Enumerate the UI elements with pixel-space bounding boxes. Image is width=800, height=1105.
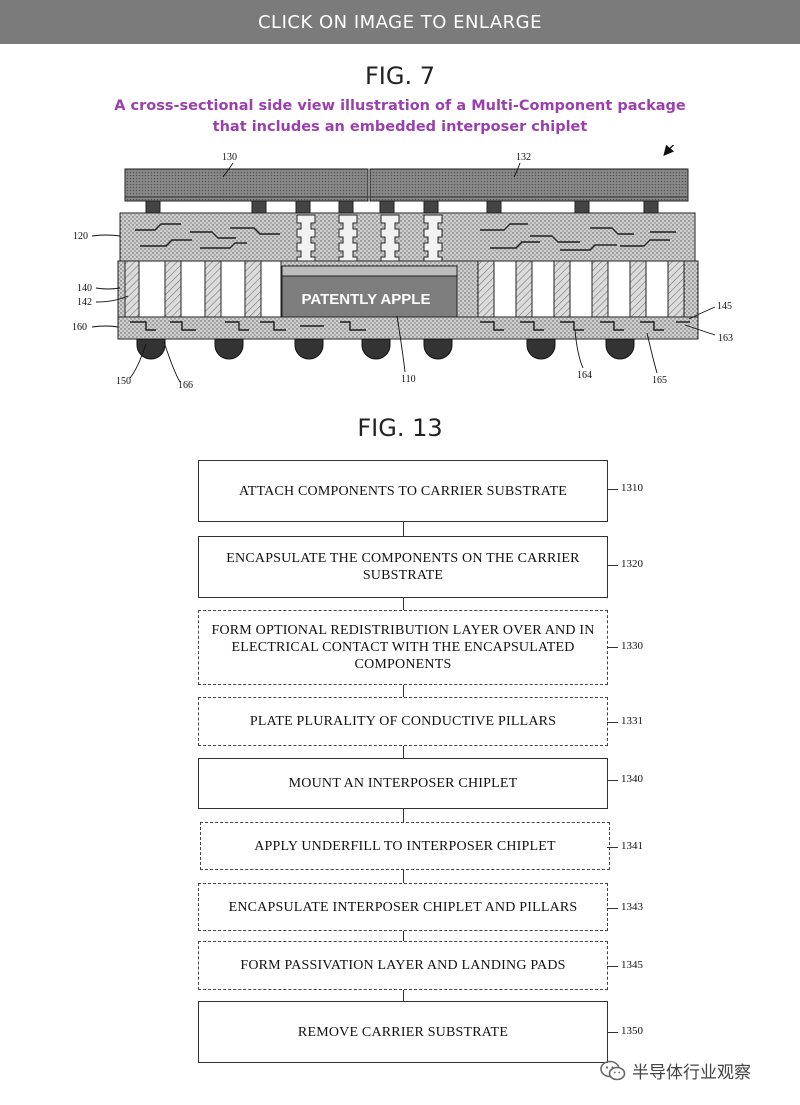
label-145: 145 [717, 301, 732, 312]
label-160: 160 [72, 322, 87, 333]
flow-step-text: ATTACH COMPONENTS TO CARRIER SUBSTRATE [238, 483, 567, 499]
label-110: 110 [401, 374, 416, 385]
fig7-subtitle: A cross-sectional side view illustration… [0, 96, 800, 138]
enlarge-banner-text: CLICK ON IMAGE TO ENLARGE [257, 11, 543, 33]
fig7-title: FIG. 7 [364, 62, 435, 90]
flow-step-text: ENCAPSULATE INTERPOSER CHIPLET AND PILLA… [228, 899, 578, 915]
fig7-cross-section-diagram[interactable]: PATENTLY APPLE 100 130 132 120 140 142 1… [0, 145, 800, 395]
wechat-icon [600, 1060, 626, 1080]
enlarge-banner[interactable]: CLICK ON IMAGE TO ENLARGE [0, 0, 800, 44]
flow-step-text: APPLY UNDERFILL TO INTERPOSER CHIPLET [254, 838, 556, 854]
flow-step-text: ENCAPSULATE THE COMPONENTS ON THE CARRIE… [226, 551, 580, 583]
flow-ref-1340: 1340 [607, 773, 643, 785]
die-132 [369, 168, 689, 202]
label-140: 140 [77, 283, 92, 294]
flow-step-text: FORM OPTIONAL REDISTRIBUTION LAYER OVER … [211, 623, 595, 672]
arrow-100 [663, 145, 675, 156]
flow-ref-1330: 1330 [607, 640, 643, 652]
connector [403, 809, 404, 822]
label-166: 166 [178, 380, 193, 391]
ref-labels: 100 130 132 120 140 142 160 145 163 150 … [72, 152, 733, 391]
flow-step-1343: ENCAPSULATE INTERPOSER CHIPLET AND PILLA… [198, 883, 608, 931]
connector [403, 990, 404, 1001]
label-132: 132 [516, 152, 531, 163]
flow-step-1345: FORM PASSIVATION LAYER AND LANDING PADS [198, 941, 608, 990]
flow-step-1331: PLATE PLURALITY OF CONDUCTIVE PILLARS [198, 697, 608, 746]
label-165: 165 [652, 375, 667, 386]
component-columns [124, 260, 685, 318]
conductive-pillars [296, 214, 443, 268]
passivation-layer-160 [117, 316, 699, 340]
watermark: 半导体行业观察 [600, 1058, 751, 1083]
label-150: 150 [116, 376, 131, 387]
flow-step-1341: APPLY UNDERFILL TO INTERPOSER CHIPLET [200, 822, 610, 870]
label-130: 130 [222, 152, 237, 163]
rdl-layer-120 [119, 212, 696, 262]
flow-ref-1343: 1343 [607, 901, 643, 913]
die-130 [124, 168, 369, 202]
connector [403, 931, 404, 941]
flow-ref-1341: 1341 [607, 840, 643, 852]
flow-step-text: FORM PASSIVATION LAYER AND LANDING PADS [240, 958, 566, 973]
connector [403, 870, 404, 883]
rdl-traces [135, 223, 676, 251]
label-142: 142 [77, 297, 92, 308]
flow-step-1330: FORM OPTIONAL REDISTRIBUTION LAYER OVER … [198, 610, 608, 685]
label-120: 120 [73, 231, 88, 242]
interposer-chiplet-110 [281, 275, 458, 319]
die-bumps [145, 200, 659, 214]
connector [403, 746, 404, 758]
connector [403, 598, 404, 610]
flow-step-text: MOUNT AN INTERPOSER CHIPLET [288, 776, 518, 791]
label-164: 164 [577, 370, 592, 381]
leader-lines [91, 162, 716, 383]
flow-step-1310: ATTACH COMPONENTS TO CARRIER SUBSTRATE [198, 460, 608, 522]
flow-ref-1320: 1320 [607, 558, 643, 570]
flow-ref-1331: 1331 [607, 715, 643, 727]
patently-apple-overlay: PATENTLY APPLE [302, 291, 431, 308]
fig7-subtitle-line2: that includes an embedded interposer chi… [212, 119, 588, 135]
connector [403, 522, 404, 536]
landing-pads [130, 321, 690, 331]
watermark-text: 半导体行业观察 [632, 1063, 751, 1083]
flow-step-1340: MOUNT AN INTERPOSER CHIPLET [198, 758, 608, 809]
solder-balls [136, 338, 635, 360]
connector [403, 685, 404, 697]
flow-step-text: REMOVE CARRIER SUBSTRATE [297, 1024, 509, 1040]
flow-ref-1310: 1310 [607, 482, 643, 494]
fig13-title: FIG. 13 [357, 414, 443, 442]
flow-step-1350: REMOVE CARRIER SUBSTRATE [198, 1001, 608, 1063]
flow-step-1320: ENCAPSULATE THE COMPONENTS ON THE CARRIE… [198, 536, 608, 598]
flow-ref-1350: 1350 [607, 1025, 643, 1037]
chiplet-contacts [281, 265, 458, 277]
label-163: 163 [718, 333, 733, 344]
flow-ref-1345: 1345 [607, 959, 643, 971]
flow-step-text: PLATE PLURALITY OF CONDUCTIVE PILLARS [249, 714, 557, 729]
fig7-subtitle-line1: A cross-sectional side view illustration… [114, 98, 686, 114]
